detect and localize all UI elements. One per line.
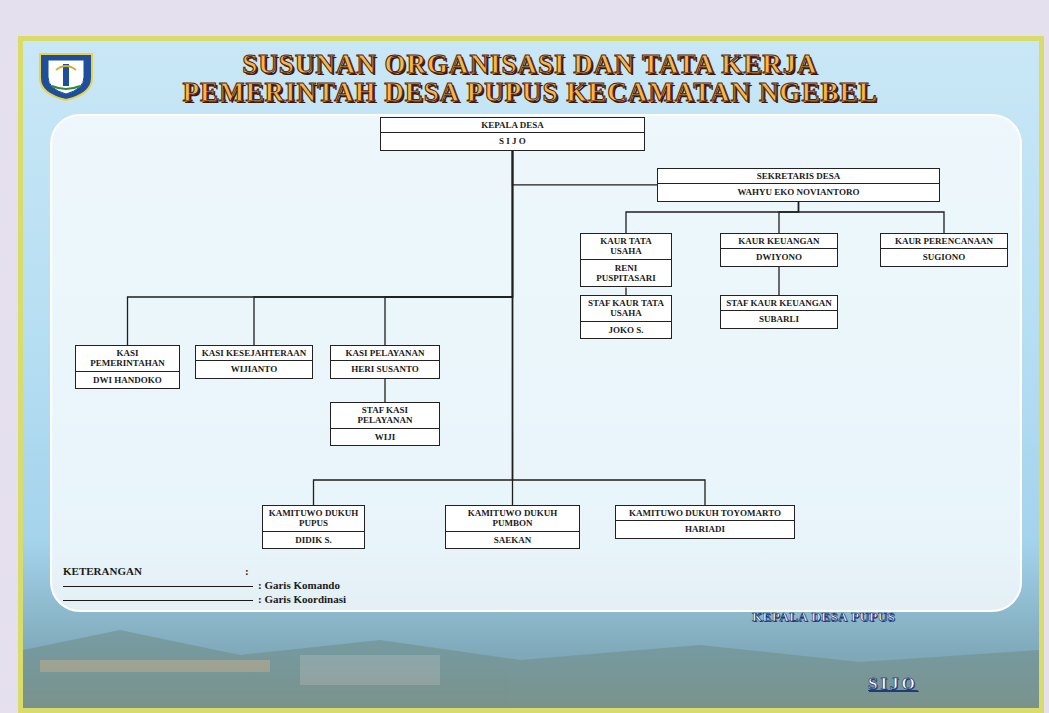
org-box: KAUR PERENCANAANSUGIONO	[880, 233, 1008, 267]
org-box: KAUR KEUANGANDWIYONO	[720, 233, 838, 267]
position-title: KAUR PERENCANAAN	[881, 234, 1007, 248]
position-title: STAF KAUR KEUANGAN	[721, 296, 837, 310]
position-title: KAMITUWO DUKUH PUPUS	[263, 506, 364, 531]
org-box: KASI PELAYANANHERI SUSANTO	[330, 345, 440, 379]
legend-line	[63, 586, 253, 587]
person-name: WAHYU EKO NOVIANTORO	[658, 183, 939, 200]
person-name: JOKO S.	[581, 321, 671, 338]
org-box: KAMITUWO DUKUH PUPUSDIDIK S.	[262, 505, 365, 549]
command-line	[778, 267, 779, 295]
org-box: STAF KAUR TATA USAHAJOKO S.	[580, 295, 672, 339]
person-name: RENI PUSPITASARI	[581, 259, 671, 287]
position-title: STAF KASI PELAYANAN	[331, 403, 439, 428]
position-title: KAUR TATA USAHA	[581, 234, 671, 259]
command-line	[625, 287, 626, 295]
person-name: S I J O	[381, 132, 644, 149]
position-title: KASI PELAYANAN	[331, 346, 439, 360]
person-name: SUBARLI	[721, 310, 837, 327]
command-line	[128, 151, 513, 345]
org-box: STAF KASI PELAYANANWIJI	[330, 402, 440, 446]
command-line	[513, 151, 706, 505]
position-title: KAUR KEUANGAN	[721, 234, 837, 248]
person-name: HARIADI	[616, 520, 794, 537]
legend-colon: :	[245, 565, 249, 577]
signature-name: SIJO	[868, 674, 918, 694]
org-box: KAUR TATA USAHARENI PUSPITASARI	[580, 233, 672, 287]
command-line	[314, 151, 513, 505]
village-emblem	[40, 54, 92, 100]
command-line	[626, 202, 799, 233]
person-name: WIJIANTO	[196, 360, 312, 377]
person-name: DWI HANDOKO	[76, 371, 179, 388]
legend-heading: KETERANGAN	[63, 565, 142, 577]
person-name: WIJI	[331, 428, 439, 445]
org-box: SEKRETARIS DESAWAHYU EKO NOVIANTORO	[657, 168, 940, 202]
person-name: SUGIONO	[881, 248, 1007, 265]
scenery	[23, 630, 1039, 708]
person-name: DWIYONO	[721, 248, 837, 265]
org-box: KAMITUWO DUKUH TOYOMARTOHARIADI	[615, 505, 795, 539]
command-line	[799, 202, 945, 233]
signature-title: KEPALA DESA PUPUS	[752, 609, 895, 625]
person-name: DIDIK S.	[263, 531, 364, 548]
command-line	[513, 151, 658, 185]
position-title: KASI PEMERINTAHAN	[76, 346, 179, 371]
command-line	[779, 202, 799, 233]
position-title: KAMITUWO DUKUH TOYOMARTO	[616, 506, 794, 520]
org-box: KASI KESEJAHTERAANWIJIANTO	[195, 345, 313, 379]
legend-line	[63, 600, 253, 601]
org-box: STAF KAUR KEUANGANSUBARLI	[720, 295, 838, 329]
command-line	[384, 379, 385, 402]
org-box: KASI PEMERINTAHANDWI HANDOKO	[75, 345, 180, 389]
legend-text: : Garis Komando	[258, 579, 340, 591]
person-name: HERI SUSANTO	[331, 360, 439, 377]
position-title: KASI KESEJAHTERAAN	[196, 346, 312, 360]
org-box: KEPALA DESAS I J O	[380, 117, 645, 151]
command-line	[385, 151, 513, 345]
position-title: KAMITUWO DUKUH PUMBON	[446, 506, 579, 531]
position-title: STAF KAUR TATA USAHA	[581, 296, 671, 321]
person-name: SAEKAN	[446, 531, 579, 548]
command-line	[254, 151, 513, 345]
position-title: SEKRETARIS DESA	[658, 169, 939, 183]
chart-title: SUSUNAN ORGANISASI DAN TATA KERJA PEMERI…	[120, 50, 940, 107]
position-title: KEPALA DESA	[381, 118, 644, 132]
org-box: KAMITUWO DUKUH PUMBONSAEKAN	[445, 505, 580, 549]
legend-text: : Garis Koordinasi	[258, 593, 346, 605]
